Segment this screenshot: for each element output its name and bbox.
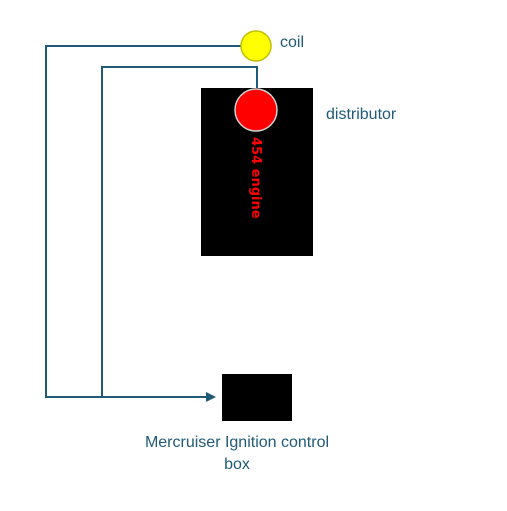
distributor-to-control-box-wire <box>101 66 258 397</box>
distributor-label: distributor <box>326 106 397 123</box>
engine-label: 454 engine <box>248 137 263 219</box>
distributor-circle <box>234 88 278 132</box>
coil-to-control-box-wire <box>45 45 242 402</box>
control-box-label-line1: Mercruiser Ignition control <box>145 434 329 451</box>
coil-circle <box>240 30 272 62</box>
ignition-control-box <box>222 374 292 421</box>
control-box-label-line2: box <box>224 456 250 473</box>
coil-label: coil <box>280 34 304 51</box>
